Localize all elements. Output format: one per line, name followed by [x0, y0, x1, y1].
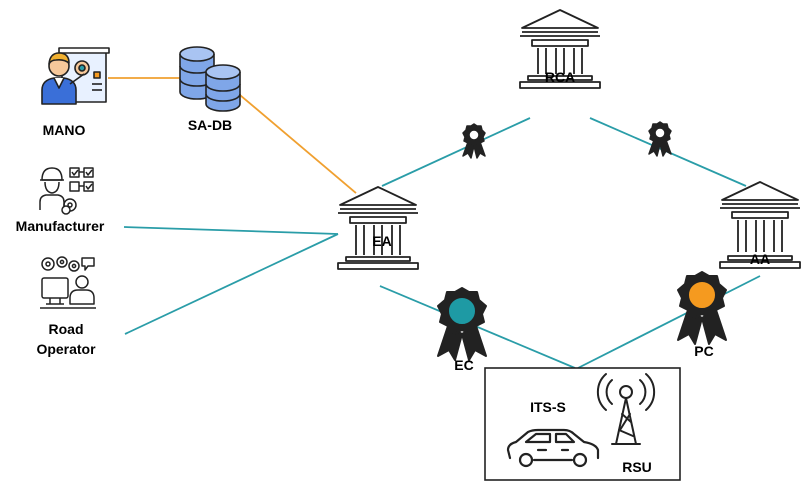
ea-label: EA	[372, 233, 391, 249]
car-icon	[506, 428, 600, 468]
link-ea-itss	[379, 285, 576, 369]
antenna-tower-icon	[596, 373, 656, 445]
certificate-badge-icon	[648, 121, 672, 157]
rca-label: RCA	[545, 69, 575, 85]
operator-desk-icon	[40, 256, 96, 309]
engineer-checklist-icon	[39, 167, 94, 215]
mano-icon	[41, 47, 110, 105]
link-sadb-ea	[239, 94, 357, 194]
rsu-label: RSU	[622, 459, 652, 475]
link-aa-itss	[577, 275, 761, 369]
mano-label: MANO	[43, 122, 86, 138]
certificate-badge-icon	[462, 123, 486, 159]
road-operator-label-line2: Operator	[36, 341, 96, 357]
rca-institution-icon	[519, 9, 601, 89]
aa-label: AA	[750, 251, 770, 267]
ec-certificate-badge-icon	[437, 287, 487, 361]
its-s-label: ITS-S	[530, 399, 566, 415]
connections	[108, 77, 761, 369]
ea-institution-icon	[337, 186, 419, 270]
aa-institution-icon	[719, 181, 801, 269]
link-manufacturer-ea	[123, 226, 339, 235]
road-operator-label-line1: Road	[49, 321, 84, 337]
link-roadoperator-ea	[124, 233, 339, 335]
manufacturer-label: Manufacturer	[16, 218, 105, 234]
ec-label: EC	[454, 357, 473, 373]
link-ea-rca	[381, 117, 531, 187]
pc-certificate-badge-icon	[677, 271, 727, 345]
database-icon	[179, 46, 241, 112]
pc-label: PC	[694, 343, 713, 359]
sadb-label: SA-DB	[188, 117, 232, 133]
